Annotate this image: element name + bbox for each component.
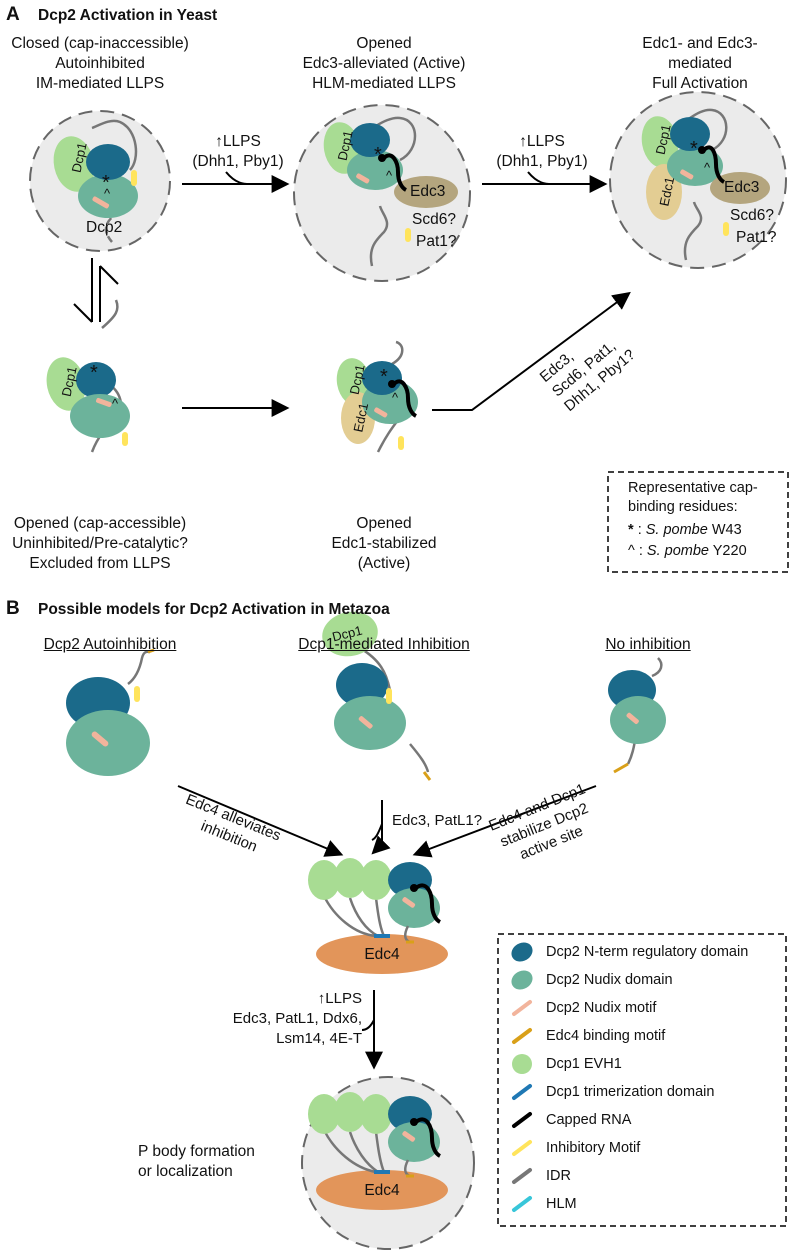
- legend-swatch-2: [512, 1000, 532, 1016]
- legend-swatch-8: [512, 1168, 532, 1184]
- legend-swatch-4: [512, 1054, 532, 1074]
- arrow-edc1-to-full: [432, 291, 631, 411]
- legend-swatch-9: [512, 1196, 532, 1212]
- edc4-complex-pbody: [308, 1092, 448, 1210]
- legend-swatch-1: [511, 970, 533, 990]
- complex-dcp1-inhibition: [322, 611, 432, 781]
- legend-box: [497, 933, 787, 1227]
- legend-swatch-0: [511, 942, 533, 962]
- arrow-noinhibition-to-edc4: [412, 785, 597, 858]
- edc4-complex-center: [308, 858, 448, 974]
- complex-full: [641, 108, 770, 261]
- complex-edc1: [336, 340, 418, 453]
- legend-swatch-5: [512, 1084, 532, 1100]
- legend-swatch-7: [512, 1140, 532, 1156]
- complex-edc3: [323, 116, 458, 267]
- residue-box: [607, 471, 789, 573]
- legend-swatches: [511, 942, 533, 1212]
- complex-closed: [53, 119, 138, 243]
- legend-swatch-3: [512, 1028, 532, 1044]
- arrow-autoinhibition-to-edc4: [177, 785, 344, 857]
- complex-autoinhibition: [66, 648, 155, 776]
- complex-accessible: [46, 299, 130, 453]
- legend-swatch-6: [512, 1112, 532, 1128]
- complex-no-inhibition: [608, 657, 666, 774]
- arrow-dcp1-to-edc4: [371, 800, 391, 855]
